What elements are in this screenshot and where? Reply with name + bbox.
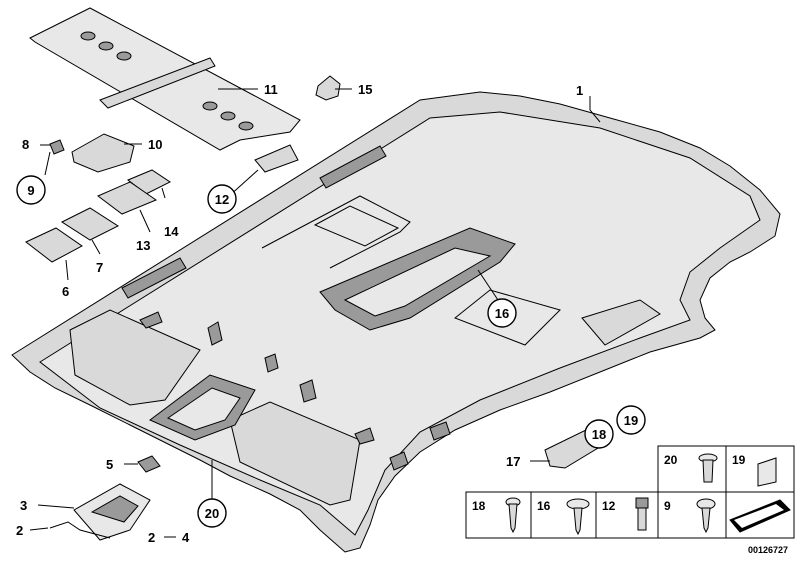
label-3: 3 xyxy=(20,498,27,513)
table-cell-18[interactable] xyxy=(465,491,532,539)
label-6: 6 xyxy=(62,284,69,299)
label-7: 7 xyxy=(96,260,103,275)
label-2: 2 xyxy=(16,523,23,538)
push-rivet-icon xyxy=(698,453,718,483)
insulation-part-11[interactable] xyxy=(29,7,301,173)
label-18: 18 xyxy=(592,427,606,442)
label-2b: 2 xyxy=(148,530,155,545)
ring-18 xyxy=(584,419,614,449)
lamp-part-7[interactable] xyxy=(60,207,120,241)
clip-part-8[interactable] xyxy=(49,139,65,155)
pan-screw-icon xyxy=(696,498,716,534)
table-cell-16[interactable] xyxy=(530,491,597,539)
switch-part-5[interactable] xyxy=(137,455,161,473)
label-5: 5 xyxy=(106,457,113,472)
table-label-19: 19 xyxy=(732,453,746,467)
flange-screw-icon xyxy=(566,498,590,536)
label-14: 14 xyxy=(164,224,179,239)
ring-9 xyxy=(16,175,46,205)
label-11: 11 xyxy=(264,82,278,97)
label-10: 10 xyxy=(148,137,162,152)
label-16: 16 xyxy=(495,306,509,321)
table-label-9: 9 xyxy=(664,499,671,513)
label-9: 9 xyxy=(27,183,34,198)
label-17: 17 xyxy=(506,454,520,469)
clip-part-15[interactable] xyxy=(315,75,341,101)
label-1: 1 xyxy=(576,83,583,98)
ring-20 xyxy=(197,498,227,528)
table-label-20: 20 xyxy=(664,453,678,467)
trim-clip-icon xyxy=(757,457,777,487)
fastener-table: 20 19 18 16 12 9 xyxy=(465,445,795,539)
ring-16 xyxy=(487,298,517,328)
screw-icon xyxy=(505,497,521,534)
document-number: 00126727 xyxy=(748,545,788,555)
lamp-part-6[interactable] xyxy=(25,227,83,263)
label-20: 20 xyxy=(205,506,219,521)
headliner-part-1[interactable] xyxy=(11,91,781,553)
bolt-icon xyxy=(635,497,649,531)
label-15: 15 xyxy=(358,82,372,97)
label-4: 4 xyxy=(182,530,190,545)
label-8: 8 xyxy=(22,137,29,152)
table-label-12: 12 xyxy=(602,499,616,513)
console-inner-part-3 xyxy=(90,495,139,523)
table-label-18: 18 xyxy=(472,499,486,513)
lamp-part-13[interactable] xyxy=(97,181,158,215)
label-12: 12 xyxy=(215,192,229,207)
table-label-16: 16 xyxy=(537,499,551,513)
label-13: 13 xyxy=(136,238,150,253)
arrow-direction-icon xyxy=(729,499,791,533)
ring-12 xyxy=(207,184,237,214)
wire-part-2 xyxy=(49,521,111,539)
table-cell-20[interactable] xyxy=(657,445,727,493)
label-19: 19 xyxy=(624,413,638,428)
reading-light-part-10[interactable] xyxy=(71,133,135,173)
ring-19 xyxy=(616,405,646,435)
